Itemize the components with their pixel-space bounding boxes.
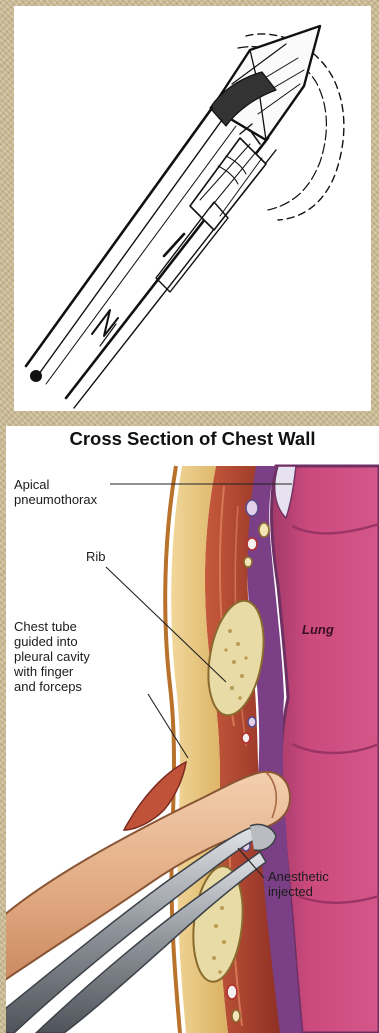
label-rib: Rib bbox=[86, 549, 106, 564]
label-chest-tube-line-4: with finger bbox=[14, 664, 90, 679]
trocar-line-drawing bbox=[14, 6, 371, 411]
label-apical-pneumothorax: Apical pneumothorax bbox=[14, 477, 97, 507]
label-chest-tube-line-3: pleural cavity bbox=[14, 649, 90, 664]
diagram-title: Cross Section of Chest Wall bbox=[6, 428, 379, 450]
label-chest-tube-line-5: and forceps bbox=[14, 679, 90, 694]
cross-section-panel: Cross Section of Chest Wall Apical pneum… bbox=[6, 426, 379, 1033]
cross-section-illustration bbox=[6, 426, 379, 1033]
label-lung: Lung bbox=[302, 622, 334, 637]
label-chest-tube: Chest tube guided into pleural cavity wi… bbox=[14, 619, 90, 694]
label-anesthetic-line-2: injected bbox=[268, 884, 329, 899]
label-chest-tube-line-2: guided into bbox=[14, 634, 90, 649]
label-apical-line-1: Apical bbox=[14, 477, 97, 492]
label-chest-tube-line-1: Chest tube bbox=[14, 619, 90, 634]
label-apical-line-2: pneumothorax bbox=[14, 492, 97, 507]
trocar-drawing-panel bbox=[14, 6, 371, 411]
label-anesthetic-injected: Anesthetic injected bbox=[268, 869, 329, 899]
label-anesthetic-line-1: Anesthetic bbox=[268, 869, 329, 884]
